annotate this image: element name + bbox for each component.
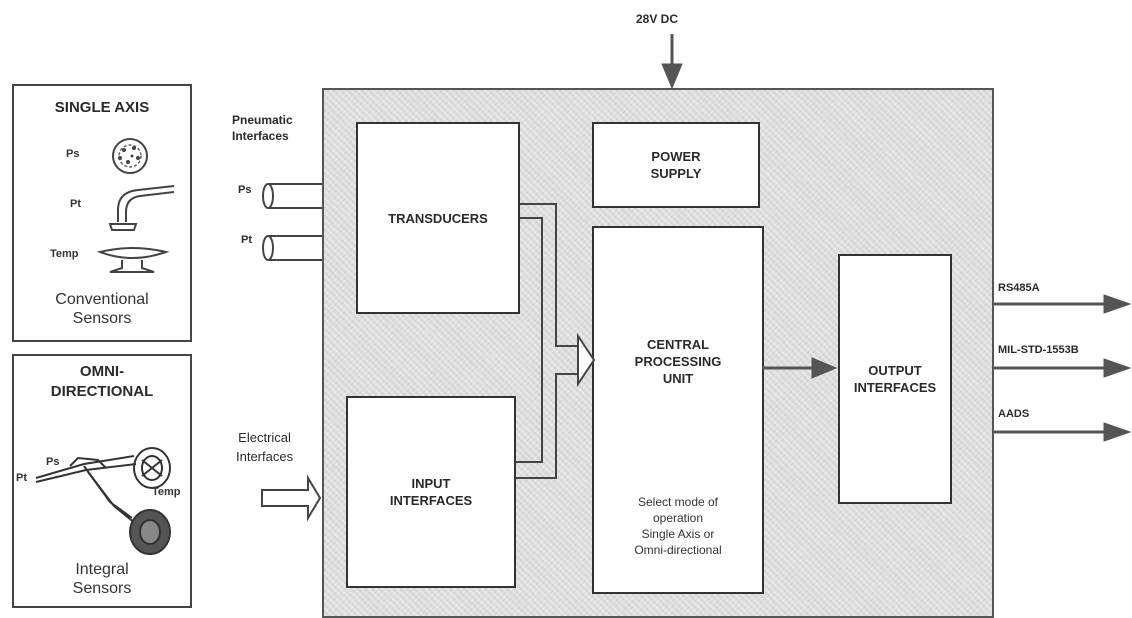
mil-std-1553b-arrow [994, 358, 1132, 378]
omni-pt-label: Pt [16, 472, 27, 484]
conventional-sensors-icons [96, 138, 175, 273]
input-bus-arrowhead [577, 332, 596, 388]
cpu-label: CENTRAL PROCESSING UNIT [634, 337, 722, 386]
single-axis-pt-label: Pt [70, 198, 81, 210]
cpu-block: CENTRAL PROCESSING UNIT Select mode of o… [592, 226, 764, 594]
rs485a-arrow [994, 294, 1132, 314]
integral-sensor-icon [35, 447, 171, 555]
omni-directional-panel: OMNI- DIRECTIONAL Ps Pt Temp Integral Se… [12, 354, 192, 608]
omni-temp-label: Temp [152, 486, 181, 498]
cpu-mode-note: Select mode of operation Single Axis or … [634, 495, 722, 557]
static-port-icon [112, 138, 148, 174]
pitot-tube-icon [108, 185, 175, 231]
input-bus-arrow [516, 203, 578, 479]
power-supply-block: POWER SUPPLY [592, 122, 760, 208]
air-data-computer-housing: TRANSDUCERS POWER SUPPLY INPUT INTERFACE… [322, 88, 994, 618]
output-interfaces-block: OUTPUT INTERFACES [838, 254, 952, 504]
single-axis-panel: SINGLE AXIS Ps Pt Temp Conventional Sens… [12, 84, 192, 342]
output-aads-label: AADS [998, 408, 1030, 420]
omni-title: OMNI- DIRECTIONAL [50, 363, 154, 400]
cpu-to-output-arrow [762, 357, 838, 379]
aads-arrow [994, 422, 1132, 442]
output-rs485a-label: RS485A [998, 282, 1040, 294]
transducers-label: TRANSDUCERS [388, 210, 488, 226]
pneumatic-interfaces-label: Pneumatic Interfaces [232, 113, 293, 143]
pt-input-label: Pt [241, 234, 252, 246]
temperature-probe-icon [96, 247, 170, 273]
ps-input-label: Ps [238, 184, 252, 196]
electrical-input-arrow [261, 474, 322, 522]
single-axis-title: SINGLE AXIS [54, 99, 150, 116]
output-interfaces-label: OUTPUT INTERFACES [853, 363, 937, 395]
transducers-block: TRANSDUCERS [356, 122, 520, 314]
electrical-interfaces-label: Electrical Interfaces [236, 430, 294, 464]
power-arrow [661, 34, 683, 90]
single-axis-footer: Conventional Sensors [55, 291, 149, 327]
omni-ps-label: Ps [46, 456, 60, 468]
single-axis-ps-label: Ps [66, 148, 80, 160]
power-supply-label: POWER SUPPLY [650, 149, 702, 181]
omni-footer: Integral Sensors [72, 561, 132, 597]
power-input-label: 28V DC [636, 12, 679, 26]
input-interfaces-label: INPUT INTERFACES [389, 476, 473, 508]
single-axis-temp-label: Temp [50, 248, 79, 260]
pt-pneumatic-tube [262, 235, 322, 261]
input-interfaces-block: INPUT INTERFACES [346, 396, 516, 588]
ps-pneumatic-tube [262, 183, 322, 209]
output-mil-std-1553b-label: MIL-STD-1553B [998, 344, 1079, 356]
